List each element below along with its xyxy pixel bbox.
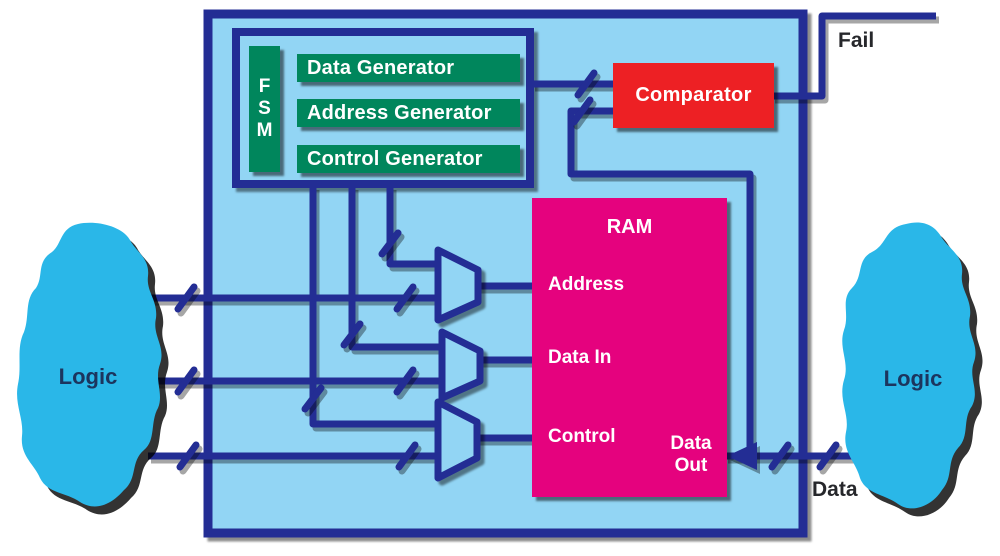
ram-port-control: Control	[548, 426, 616, 447]
bus-slash-icon	[393, 366, 417, 396]
bus-slash-icon	[378, 229, 402, 258]
dataout-arrowhead-icon	[727, 442, 757, 470]
control-generator-block: Control Generator	[297, 145, 520, 173]
bus-slash-icon	[174, 366, 198, 396]
ram-port-data-out: Data Out	[670, 433, 712, 476]
data-generator-block: Data Generator	[297, 54, 520, 82]
gen-to-address-mux-line	[386, 186, 440, 268]
bus-slash-icon	[768, 441, 792, 471]
address-generator-block: Address Generator	[297, 99, 520, 127]
bus-slash-icon	[395, 441, 419, 471]
bus-slash-icon	[816, 441, 840, 471]
bus-slash-icon	[570, 96, 594, 126]
fsm-letter: S	[258, 98, 271, 119]
bus-width-slashes	[174, 69, 840, 471]
gen-to-datain-mux-line	[348, 186, 444, 351]
ram-block: RAM Address Data In Control Data Out	[532, 198, 727, 497]
bus-slash-icon	[340, 320, 364, 349]
logic-right-blob	[842, 222, 976, 509]
control-mux	[434, 398, 481, 482]
bus-slash-icon	[574, 69, 598, 99]
bus-slash-icon	[393, 283, 417, 313]
bus-slash-icon	[176, 441, 200, 471]
ram-port-address: Address	[548, 274, 625, 295]
bus-slash-icon	[174, 283, 198, 313]
fsm-letter: M	[256, 120, 273, 141]
data-signal-label: Data	[812, 478, 858, 501]
logic-left-label: Logic	[58, 364, 118, 389]
ram-title: RAM	[606, 216, 653, 238]
logic-left-blob	[17, 222, 162, 507]
logic-right-label: Logic	[883, 366, 943, 391]
fsm-block: F S M	[249, 46, 280, 172]
address-mux	[434, 246, 482, 324]
datain-mux	[438, 328, 484, 402]
fail-signal-label: Fail	[838, 29, 875, 52]
comparator-fail-line	[772, 12, 936, 100]
bus-lines	[148, 12, 936, 460]
fsm-letter: F	[258, 76, 271, 97]
ram-port-data-in: Data In	[548, 347, 612, 368]
bus-slash-icon	[301, 384, 325, 413]
mux-group	[434, 246, 484, 482]
gen-to-control-mux-line	[309, 186, 438, 428]
comparator-block: Comparator	[613, 63, 774, 128]
